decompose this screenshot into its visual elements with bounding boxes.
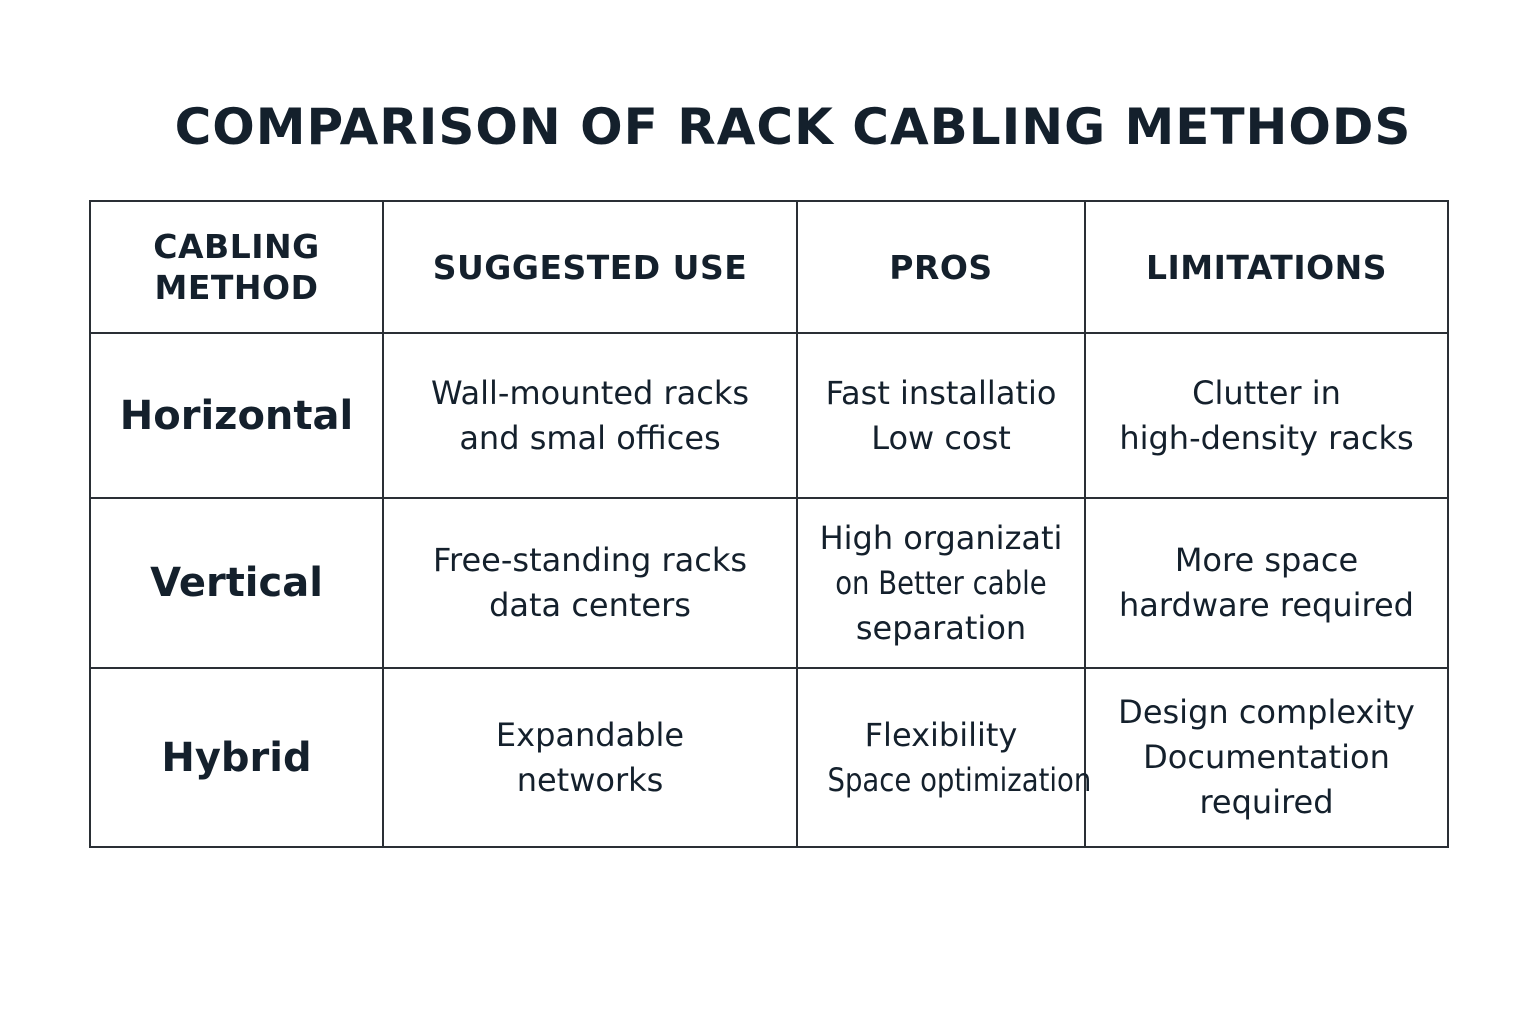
header-cabling-method: CABLING METHOD (89, 200, 384, 334)
cell-line: on Better cable (806, 561, 1076, 606)
cell-line: Design complexity (1118, 693, 1415, 731)
cell-line: Space optimization (806, 758, 1091, 803)
table-row: Vertical Free-standing racks data center… (89, 497, 1449, 669)
pros-cell: Fast installatio Low cost (796, 332, 1086, 499)
limitations-cell: Design complexity Documentation required (1084, 667, 1449, 848)
cell-line: separation (855, 608, 1027, 647)
cell-line: Documentation (1143, 738, 1390, 776)
header-limitations: LIMITATIONS (1084, 200, 1449, 334)
cell-line: Free-standing racks (432, 541, 748, 579)
method-cell: Vertical (89, 497, 384, 669)
method-cell: Hybrid (89, 667, 384, 848)
limitations-cell: Clutter in high-density racks (1084, 332, 1449, 499)
cell-line: Flexibility (864, 715, 1018, 754)
header-line: PROS (889, 247, 993, 287)
comparison-table: CABLING METHOD SUGGESTED USE PROS LIMITA… (89, 200, 1449, 848)
pros-cell: Flexibility Space optimization (796, 667, 1091, 848)
suggested-use-cell: Wall-mounted racks and smal offices (382, 332, 798, 499)
cell-line: Clutter in (1192, 373, 1341, 412)
header-pros: PROS (796, 200, 1086, 334)
limitations-cell: More space hardware required (1084, 497, 1449, 669)
method-cell: Horizontal (89, 332, 384, 499)
pros-cell: High organizati on Better cable separati… (796, 497, 1086, 669)
cell-line: Wall-mounted racks (430, 373, 750, 412)
cell-line-text: on Better cable (835, 563, 1047, 602)
page-title: COMPARISON OF RACK CABLING METHODS (174, 98, 1412, 156)
cell-line: More space (1174, 541, 1359, 579)
cell-line: Low cost (871, 418, 1011, 457)
cell-line-text: Space optimization (827, 760, 1092, 799)
cell-line: Expandable (495, 715, 685, 754)
cell-line: hardware required (1119, 586, 1414, 624)
cell-line: networks (516, 760, 664, 799)
cell-line: Fast installatio (825, 373, 1057, 412)
table-header-row: CABLING METHOD SUGGESTED USE PROS LIMITA… (89, 200, 1449, 334)
header-line: CABLING (153, 227, 320, 266)
header-line: METHOD (154, 268, 319, 307)
cell-line: and smal offices (459, 418, 721, 457)
cell-line: high-density racks (1119, 418, 1414, 457)
cell-line: data centers (489, 586, 691, 624)
cell-line: High organizati (819, 518, 1063, 557)
table-row: Horizontal Wall-mounted racks and smal o… (89, 332, 1449, 499)
header-suggested-use: SUGGESTED USE (382, 200, 798, 334)
header-line: SUGGESTED USE (432, 247, 748, 287)
table-row: Hybrid Expandable networks Flexibility S… (89, 667, 1449, 848)
header-line: LIMITATIONS (1145, 247, 1388, 287)
cell-line: required (1199, 783, 1334, 821)
suggested-use-cell: Expandable networks (382, 667, 798, 848)
suggested-use-cell: Free-standing racks data centers (382, 497, 798, 669)
